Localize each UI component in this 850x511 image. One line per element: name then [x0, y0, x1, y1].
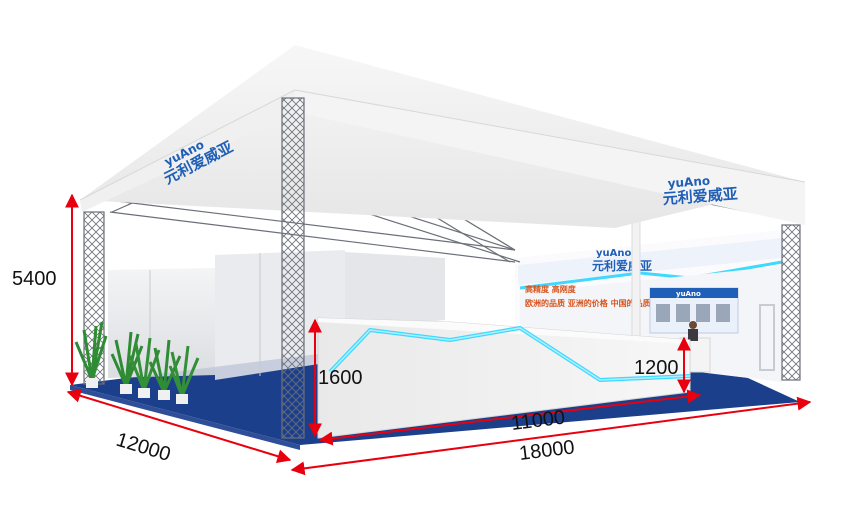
glass-room-center-2: [345, 252, 445, 330]
roof-logo-right: yuAno 元利爱威亚: [662, 174, 738, 208]
dim-label-wall-height: 1600: [318, 367, 363, 389]
truss-column-front-center: [281, 97, 305, 439]
back-wall-led: [519, 260, 783, 290]
counter-led-glow: [329, 327, 691, 381]
wall-door: [759, 304, 775, 371]
back-wall-band: [518, 238, 782, 285]
wall-logo-cn: 元利爱威亚: [592, 258, 652, 273]
dim-label-width: 18000: [518, 436, 576, 465]
dim-label-height: 5400: [12, 268, 57, 290]
dim-label-depth: 12000: [114, 429, 174, 466]
truss-column-back-right: [781, 224, 801, 381]
roof-edge-left: [79, 89, 296, 201]
roof-edge-right: [294, 89, 806, 183]
dim-line-width: [290, 396, 812, 476]
person-body: [688, 329, 698, 341]
wall-slogan-2: 欧洲的品质 亚洲的价格 中国的品质: [525, 298, 651, 308]
dim-label-counter-height: 1200: [634, 357, 679, 379]
roof-right-face: [295, 90, 805, 225]
dim-line-depth: [66, 388, 292, 464]
wall-screen-title: yuAno: [676, 290, 701, 298]
roof-front-face: [80, 90, 295, 212]
roof-logo-right-latin: yuAno: [667, 174, 710, 191]
dimension-lines: [65, 193, 812, 476]
glass-room-left: [108, 268, 215, 378]
roof-logo-right-cn: 元利爱威亚: [662, 185, 738, 208]
wall-logo-latin: yuAno: [596, 248, 631, 259]
wall-slogan-1: 高精度 高刚度: [525, 284, 577, 294]
person-head: [689, 321, 697, 329]
